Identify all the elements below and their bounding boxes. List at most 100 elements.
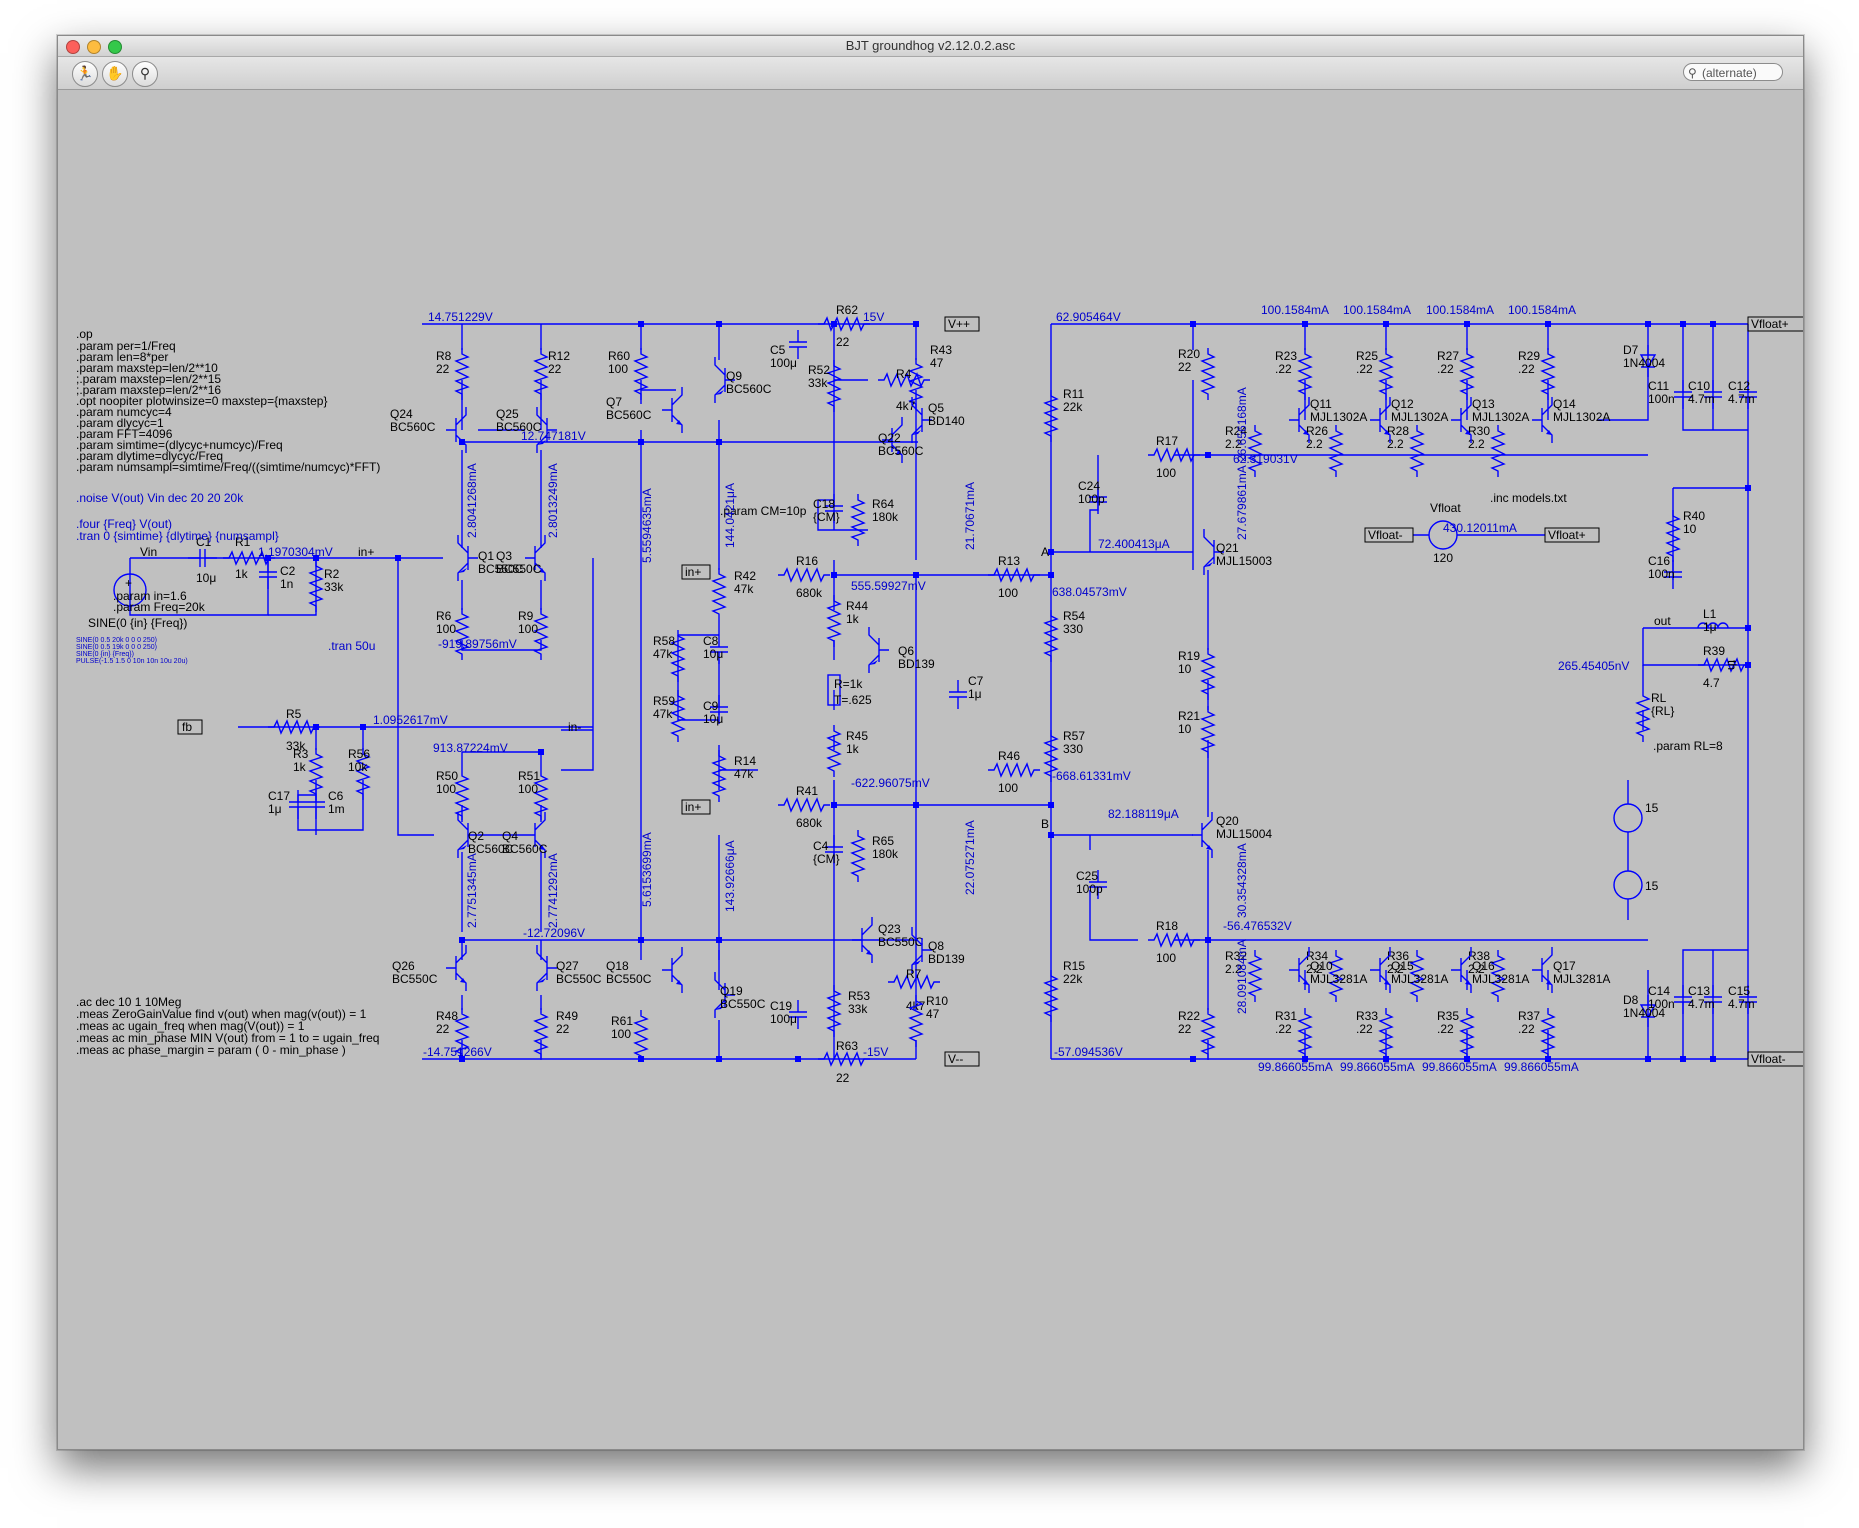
resistor-r35[interactable]: R35.22	[1437, 1008, 1475, 1060]
close-button[interactable]	[66, 40, 80, 54]
port-fb[interactable]	[177, 719, 203, 735]
zoom-button[interactable]	[108, 40, 122, 54]
resistor-r25[interactable]: R25.22	[1356, 348, 1394, 400]
resistor-r23[interactable]: R23.22	[1275, 348, 1313, 400]
resistor-r31[interactable]: R31.22	[1275, 1008, 1313, 1060]
resistor-rl[interactable]: RL{RL}	[1635, 690, 1674, 742]
resistor-r33[interactable]: R33.22	[1356, 1008, 1394, 1060]
port-vpp[interactable]	[944, 316, 980, 332]
resistor-r37[interactable]: R37.22	[1518, 1008, 1556, 1060]
port-vmm[interactable]	[944, 1051, 980, 1067]
search-field[interactable]: ⚲ (alternate)	[1683, 63, 1783, 81]
voltage-source-vpp[interactable]	[1613, 780, 1643, 850]
port-vfloat-minus-2[interactable]	[1364, 527, 1414, 543]
voltage-source-vfloat[interactable]	[1413, 520, 1545, 550]
capacitor-c4[interactable]: C4{CM}	[813, 835, 843, 866]
hand-icon[interactable]: ✋	[102, 61, 128, 87]
probe-icon[interactable]: ⚲	[132, 61, 158, 87]
resistor-r27[interactable]: R27.22	[1437, 348, 1475, 400]
port-inplus-3[interactable]	[681, 799, 711, 815]
run-icon[interactable]: 🏃	[72, 61, 98, 87]
port-inplus-2[interactable]	[681, 564, 711, 580]
port-vfloat-plus-2[interactable]	[1544, 527, 1600, 543]
resistor-r29[interactable]: R29.22	[1518, 348, 1556, 400]
voltage-source-vmm[interactable]	[1613, 850, 1643, 920]
voltage-source-vin[interactable]: +	[113, 573, 147, 607]
